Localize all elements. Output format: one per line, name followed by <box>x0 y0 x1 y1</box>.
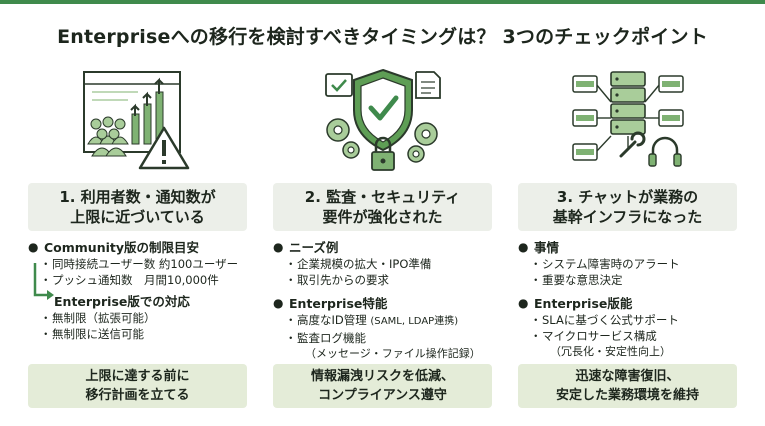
illustration-1 <box>20 64 255 182</box>
footer-line: 迅速な障害復旧、 <box>575 369 680 384</box>
footer-line: コンプライアンス遵守 <box>318 388 447 403</box>
illustration-3 <box>510 64 745 182</box>
top-accent-bar <box>0 0 765 4</box>
heading-line: 上限に近づいている <box>70 208 205 226</box>
footer-line: 情報漏洩リスクを低減、 <box>310 369 454 384</box>
bullet-label: Enterprise版での対応 <box>54 294 190 309</box>
checkpoint-heading-2: 2. 監査・セキュリティ 要件が強化された <box>273 183 492 231</box>
security-shield-lock-icon <box>324 68 441 171</box>
checkpoint-body-1: Community版の制限目安 同時接続ユーザー数 約100ユーザー プッシュ通… <box>28 237 252 342</box>
checkpoint-body-3: 事情 システム障害時のアラート 重要な意思決定 Enterprise版能 SLA… <box>518 237 742 360</box>
list-item: プッシュ通知数 月間10,000件 <box>28 272 252 288</box>
bullet-label: Enterprise版能 <box>518 295 742 312</box>
list-item: 取引先からの要求 <box>273 272 497 288</box>
heading-line: 2. 監査・セキュリティ <box>304 188 461 206</box>
footer-line: 安定した業務環境を維持 <box>555 388 699 403</box>
checkpoint-heading-1: 1. 利用者数・通知数が 上限に近づいている <box>28 183 247 231</box>
checkpoint-column-3: 3. チャットが業務の 基幹インフラになった 事情 システム障害時のアラート 重… <box>510 0 745 426</box>
bullet-label: 事情 <box>518 239 742 256</box>
enterprise-support-row: Enterprise版での対応 <box>28 263 252 310</box>
list-item: SLAに基づく公式サポート <box>518 312 742 328</box>
checkpoint-footer-1: 上限に達する前に 移行計画を立てる <box>28 364 247 408</box>
bullet-label: Enterprise特能 <box>273 295 497 312</box>
users-growth-warning-icon <box>82 71 189 170</box>
list-item-note: (SAML, LDAP連携) <box>370 316 459 327</box>
list-item: 重要な意思決定 <box>518 272 742 288</box>
list-item: 無制限（拡張可能） <box>28 310 252 326</box>
checkpoint-column-1: 1. 利用者数・通知数が 上限に近づいている Community版の制限目安 同… <box>20 0 255 426</box>
illustration-2 <box>265 64 500 182</box>
list-item: 同時接続ユーザー数 約100ユーザー <box>28 256 252 272</box>
arrow-right-icon <box>33 263 54 300</box>
checkpoint-body-2: ニーズ例 企業規模の拡大・IPO準備 取引先からの要求 Enterprise特能… <box>273 237 497 362</box>
list-item-note: （冗長化・安定性向上） <box>550 345 671 358</box>
checkpoint-footer-2: 情報漏洩リスクを低減、 コンプライアンス遵守 <box>273 364 492 408</box>
bullet-label: Community版の制限目安 <box>28 239 252 256</box>
heading-line: 1. 利用者数・通知数が <box>59 188 216 206</box>
list-item: 高度なID管理 (SAML, LDAP連携) <box>273 312 497 330</box>
footer-line: 移行計画を立てる <box>85 388 190 403</box>
list-item: 無制限に送信可能 <box>28 326 252 342</box>
footer-line: 上限に達する前に <box>85 369 190 384</box>
list-item: システム障害時のアラート <box>518 256 742 272</box>
checkpoint-heading-3: 3. チャットが業務の 基幹インフラになった <box>518 183 737 231</box>
heading-line: 3. チャットが業務の <box>556 188 699 206</box>
server-network-support-icon <box>571 71 684 167</box>
list-item: 企業規模の拡大・IPO準備 <box>273 256 497 272</box>
list-item-note: （メッセージ・ファイル操作記録） <box>305 347 481 360</box>
bullet-label: ニーズ例 <box>273 239 497 256</box>
heading-line: 要件が強化された <box>322 208 443 226</box>
page-title: Enterpriseへの移行を検討すべきタイミングは？ 3つのチェックポイント <box>57 26 708 48</box>
checkpoint-column-2: 2. 監査・セキュリティ 要件が強化された ニーズ例 企業規模の拡大・IPO準備… <box>265 0 500 426</box>
checkpoint-footer-3: 迅速な障害復旧、 安定した業務環境を維持 <box>518 364 737 408</box>
list-item-text: 高度なID管理 <box>297 313 367 327</box>
list-item: 監査ログ機能 <box>273 330 497 346</box>
list-item: マイクロサービス構成 <box>518 328 742 344</box>
heading-line: 基幹インフラになった <box>552 208 703 226</box>
